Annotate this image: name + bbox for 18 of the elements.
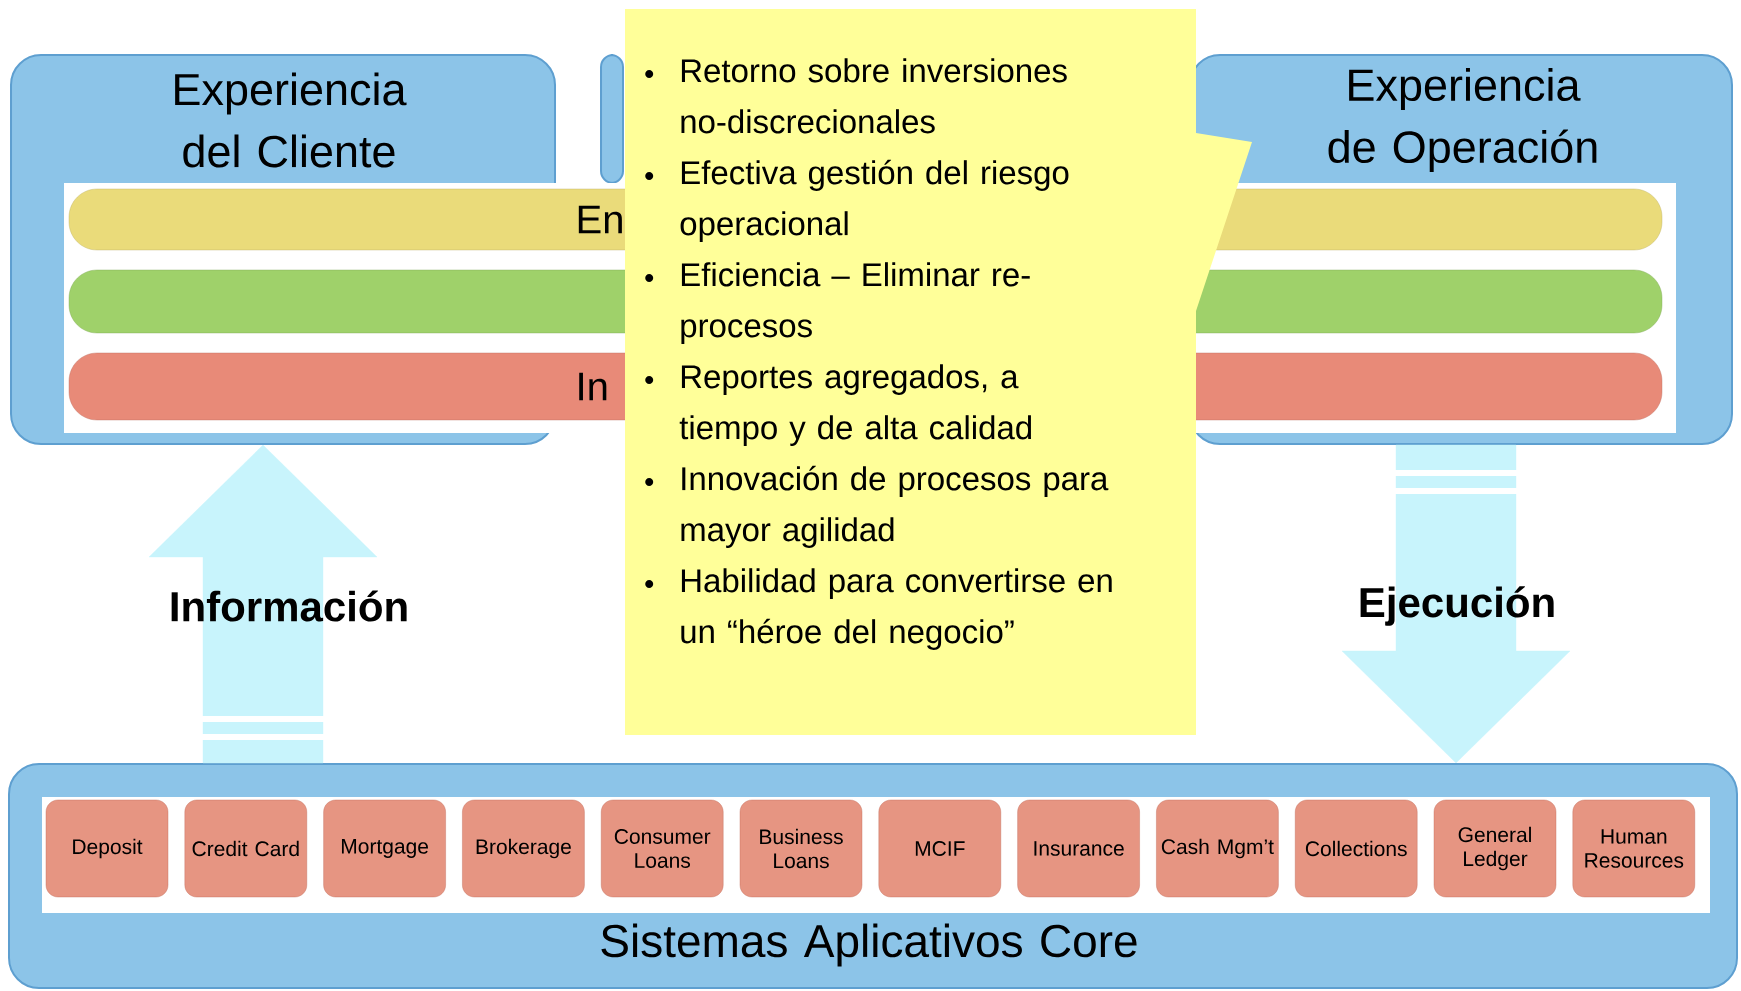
system-box: Collections xyxy=(1295,799,1418,898)
system-box: Cash Mgm’t xyxy=(1156,799,1279,898)
edge-label: Ejecución xyxy=(1360,586,1554,626)
arrow xyxy=(148,444,378,764)
system-box: Insurance xyxy=(1017,799,1140,898)
callout-tooltip: Retorno sobre inversiones no-discrecionales Efectiva gestión del riesgo operacional Eficiencia – Eliminar re-procesos Reportes agregados, a tiempo y de alta calidad Innovación de procesos para mayor agilidad Habilidad para convertirse en un “héroe del negocio” xyxy=(625,9,1252,735)
system-box: Brokerage xyxy=(462,799,585,898)
system-box: Deposit xyxy=(45,799,169,898)
panel xyxy=(600,54,624,184)
system-box: Mortgage xyxy=(323,799,446,898)
system-box: Credit Card xyxy=(184,799,307,898)
system-box: General Ledger xyxy=(1433,799,1557,898)
system-box: MCIF xyxy=(878,799,1001,898)
system-box: Consumer Loans xyxy=(601,799,724,898)
arrow xyxy=(1341,444,1571,764)
system-box: Business Loans xyxy=(739,799,863,898)
edge-label: Información xyxy=(171,590,407,622)
system-box: Human Resources xyxy=(1572,799,1695,898)
